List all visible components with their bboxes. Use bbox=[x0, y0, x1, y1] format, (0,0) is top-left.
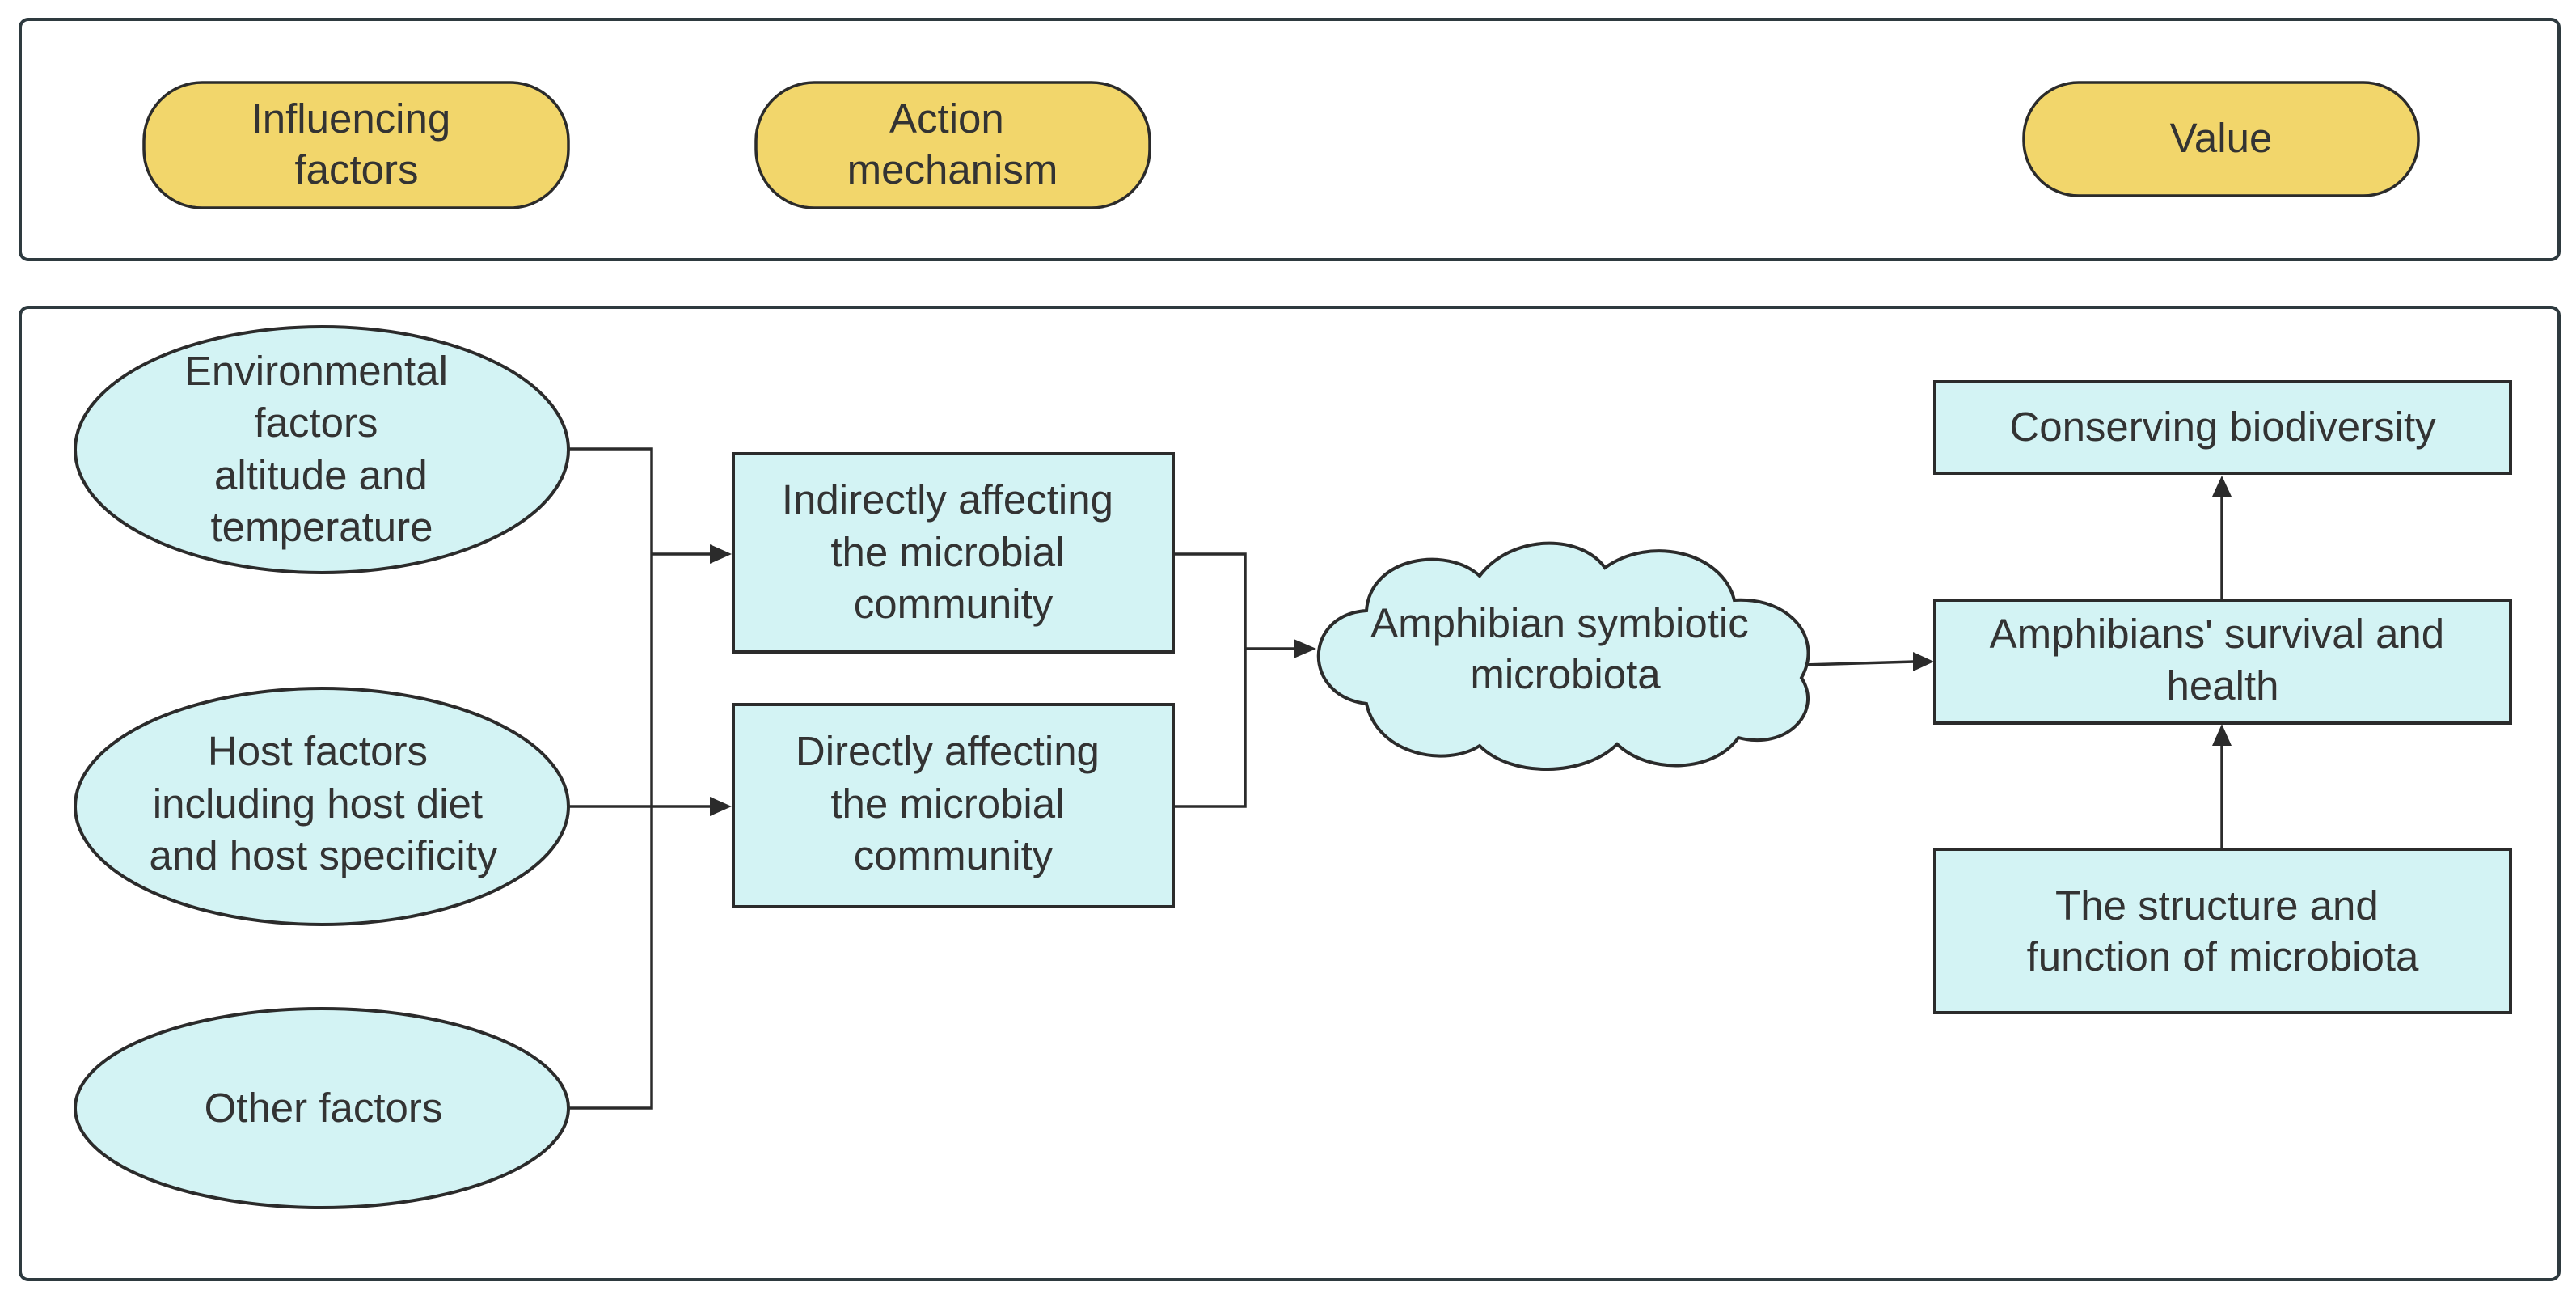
svg-text:Action mechanism: Action mechanism bbox=[847, 95, 1058, 193]
svg-text:Indirectly affecting the: Indirectly affecting the microbial commu… bbox=[782, 476, 1125, 627]
svg-text:Directly affecting the m: Directly affecting the microbial communi… bbox=[796, 728, 1111, 878]
node-environmental-factors: Environmental factors altitude and tempe… bbox=[74, 325, 570, 574]
arrowhead-to-direct bbox=[710, 797, 732, 816]
arrowhead-to-microbiota bbox=[1294, 639, 1316, 658]
svg-text:Environmental factors: Environmental factors altitude and tempe… bbox=[184, 348, 459, 550]
node-amphibians-survival: Amphibians' survival and health bbox=[1933, 599, 2512, 725]
header-influencing-factors: Influencing factors bbox=[142, 81, 570, 209]
svg-text:Amphibian symbiotic micr: Amphibian symbiotic microbiota bbox=[1370, 600, 1760, 697]
svg-text:Value: Value bbox=[2170, 115, 2273, 161]
node-amphibian-symbiotic-microbiota: Amphibian symbiotic microbiota bbox=[1316, 541, 1810, 771]
arrowhead-to-indirect bbox=[710, 544, 732, 564]
arrowhead-to-conserving bbox=[2212, 476, 2232, 497]
factor-connectors bbox=[568, 447, 712, 1110]
node-structure-function-microbiota: The structure and function of microbiota bbox=[1933, 848, 2512, 1014]
header-action-mechanism: Action mechanism bbox=[754, 81, 1151, 209]
node-host-factors: Host factors including host diet and hos… bbox=[74, 687, 570, 926]
node-indirectly-affecting: Indirectly affecting the microbial commu… bbox=[732, 452, 1175, 654]
node-directly-affecting: Directly affecting the microbial communi… bbox=[732, 703, 1175, 908]
svg-text:Conserving biodiversity: Conserving biodiversity bbox=[2009, 404, 2436, 450]
node-conserving-biodiversity: Conserving biodiversity bbox=[1933, 380, 2512, 475]
arrowhead-from-structure bbox=[2212, 724, 2232, 746]
header-value: Value bbox=[2022, 81, 2420, 197]
svg-text:Other factors: Other factors bbox=[205, 1085, 443, 1131]
main-panel bbox=[19, 306, 2561, 1281]
header-panel bbox=[19, 18, 2561, 261]
svg-text:The structure and functi: The structure and function of microbiota bbox=[2027, 882, 2419, 980]
microbiota-to-survival-line bbox=[1802, 660, 1915, 666]
node-other-factors: Other factors bbox=[74, 1007, 570, 1209]
arrowhead-to-survival bbox=[1913, 652, 1934, 671]
svg-text:Amphibians' survival and: Amphibians' survival and health bbox=[1990, 611, 2456, 709]
mechanism-connectors bbox=[1173, 552, 1295, 808]
svg-text:Host factors including h: Host factors including host diet and hos… bbox=[150, 728, 498, 878]
svg-text:Influencing factors: Influencing factors bbox=[251, 95, 462, 193]
